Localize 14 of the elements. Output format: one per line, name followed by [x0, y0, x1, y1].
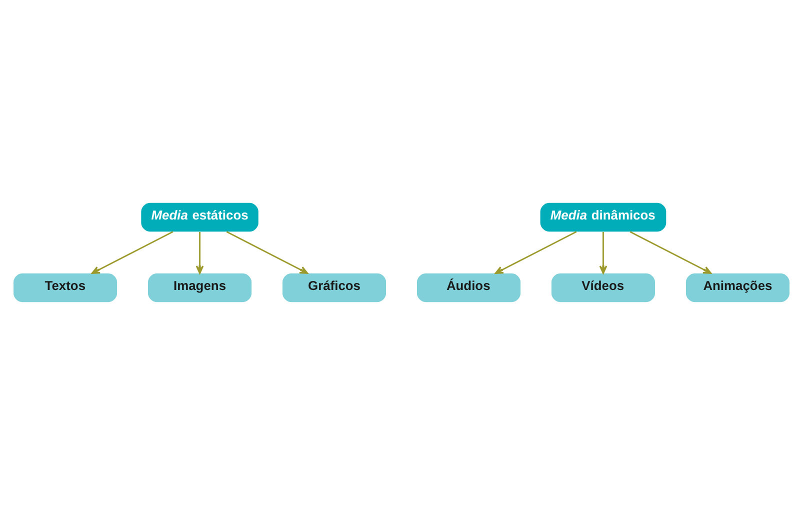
arrow [226, 231, 308, 274]
arrow [196, 232, 204, 274]
arrow [630, 231, 712, 274]
node-box: Textos [14, 273, 118, 302]
node-box: Imagens [148, 273, 252, 302]
node-box: Gráficos [282, 273, 386, 302]
node-box: Áudios [416, 273, 521, 302]
arrow [599, 232, 608, 274]
node-box: Vídeos [551, 273, 655, 302]
arrow [494, 231, 577, 274]
arrow [91, 231, 174, 274]
node-box: Media estáticos [141, 202, 258, 232]
node-box: Media dinâmicos [540, 202, 666, 232]
node-box: Animações [686, 273, 790, 302]
